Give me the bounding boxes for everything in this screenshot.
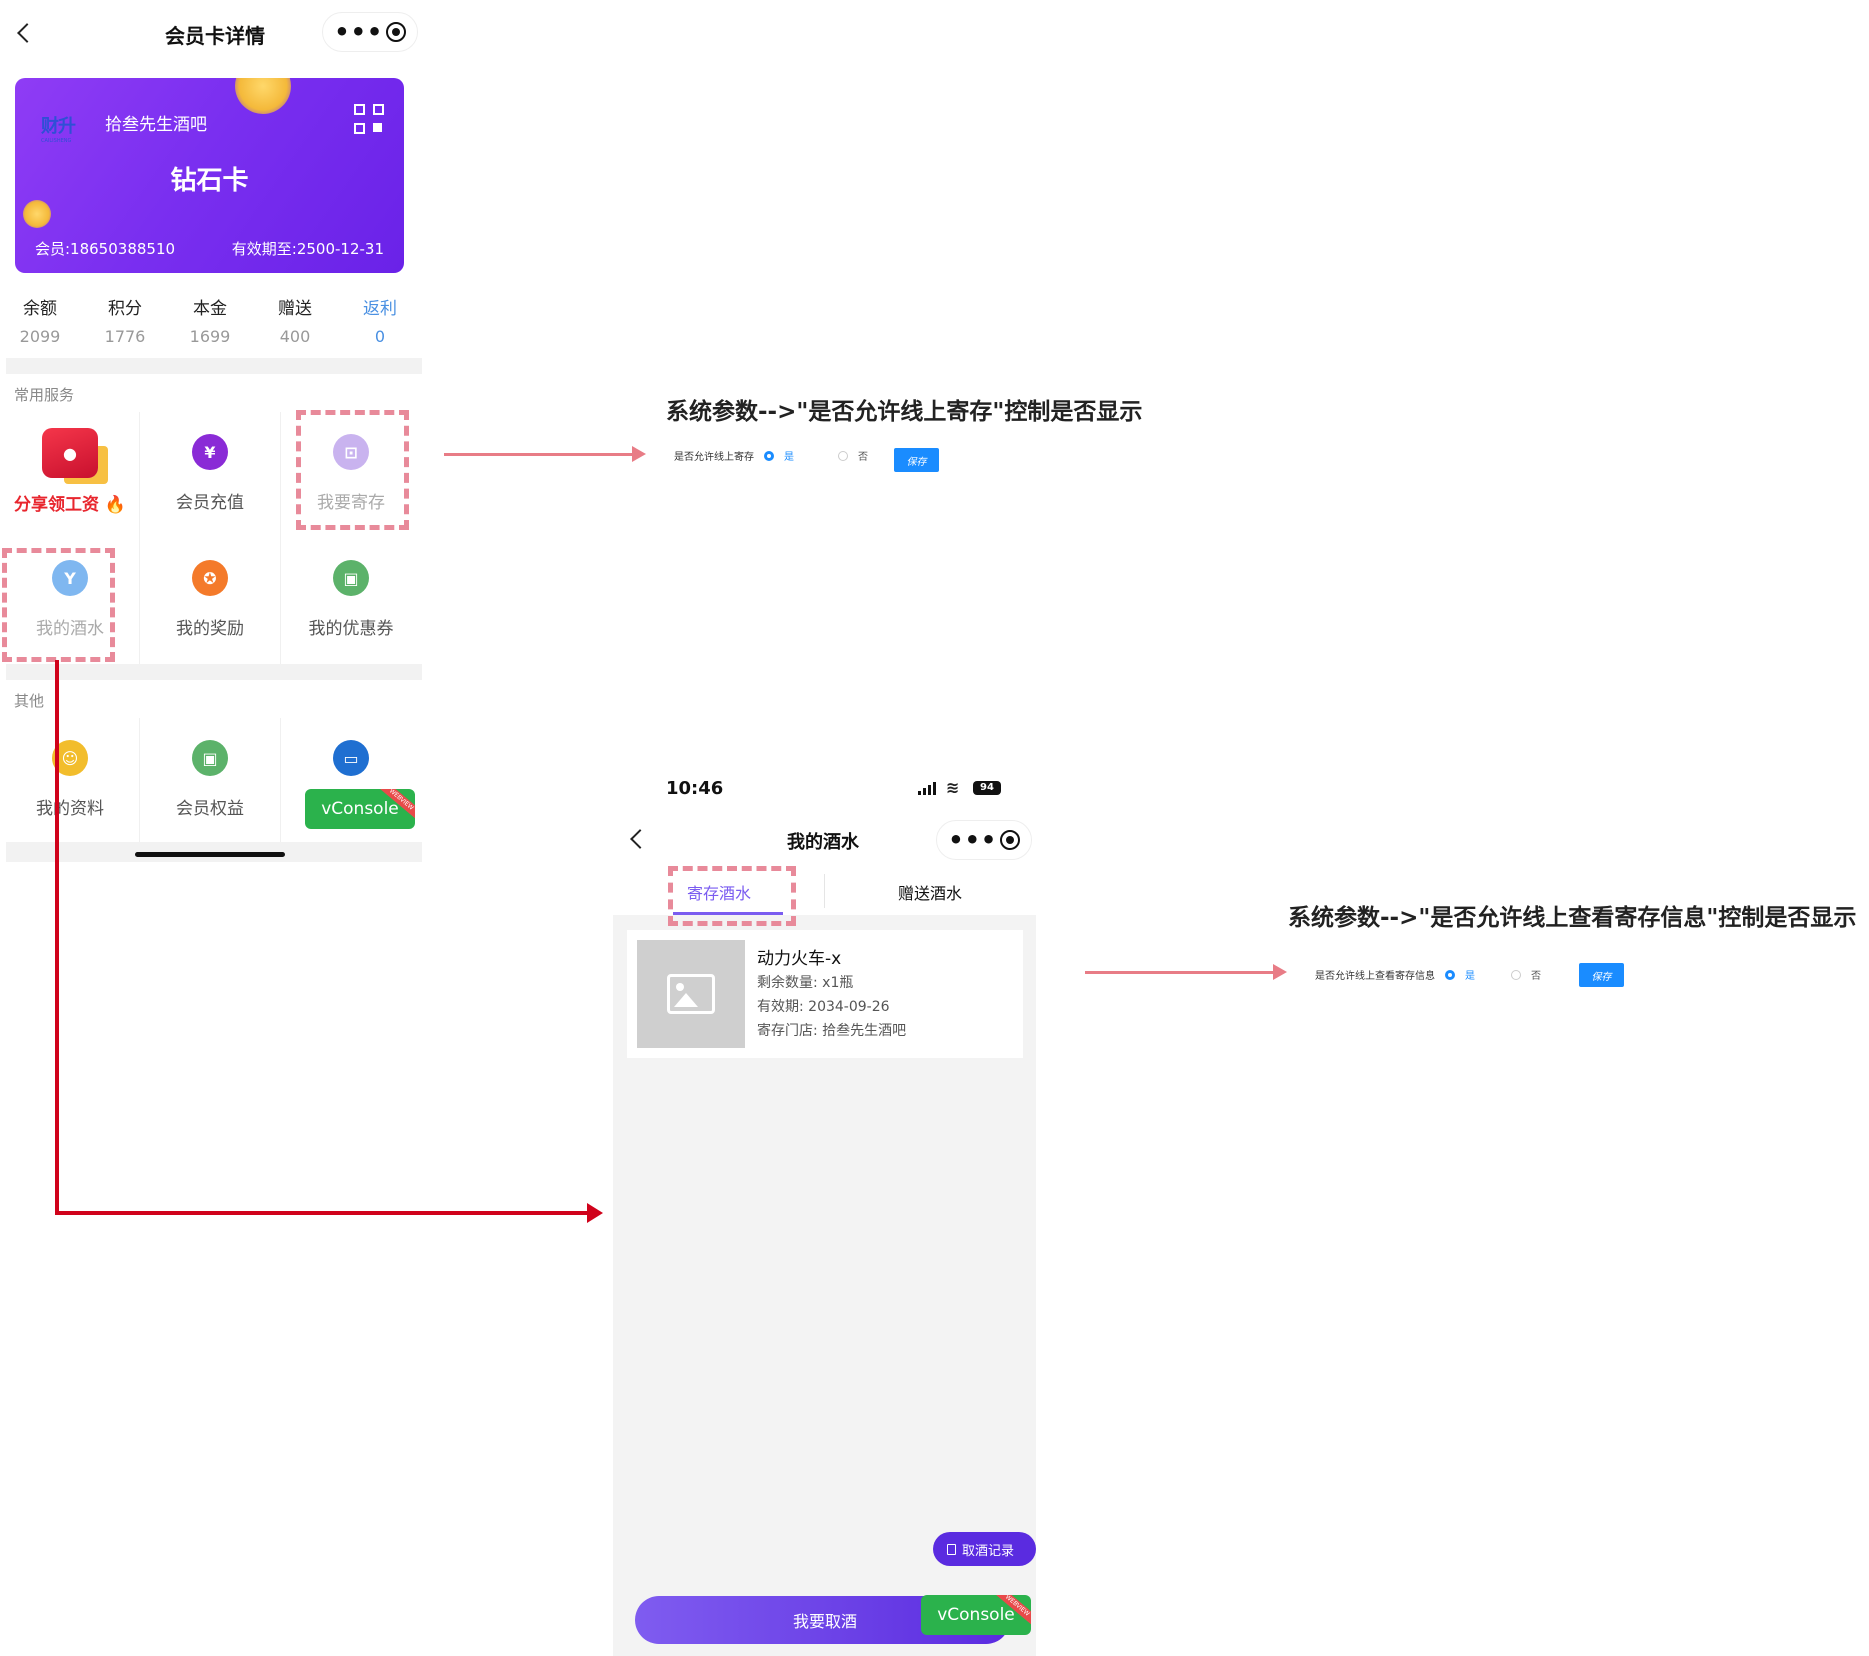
miniapp-capsule[interactable]: ••• xyxy=(322,12,418,52)
member-card: 财升 CAILISHENG 拾叁先生酒吧 钻石卡 会员:18650388510 … xyxy=(15,78,404,273)
document-icon xyxy=(947,1543,956,1555)
drink-name: 动力火车-x xyxy=(757,949,842,969)
save-button-view[interactable]: 保存 xyxy=(1579,963,1624,987)
note-title-view: 系统参数-->"是否允许线上查看寄存信息"控制是否显示 xyxy=(1288,905,1857,931)
stat-points[interactable]: 积分 1776 xyxy=(104,299,146,346)
highlight-deposited-tab xyxy=(668,866,796,926)
connector-head xyxy=(587,1203,603,1223)
arrow-head xyxy=(632,446,646,462)
more-icon[interactable]: ••• xyxy=(334,18,384,46)
other-card[interactable]: ▭ xyxy=(281,740,421,866)
deposit-bag-icon: ⊡ xyxy=(333,434,369,470)
drink-store: 寄存门店: 拾叁先生酒吧 xyxy=(757,1023,907,1039)
radio-no[interactable] xyxy=(1511,969,1521,980)
decor-blob xyxy=(23,200,51,228)
arrow-line xyxy=(444,453,634,456)
store-name: 拾叁先生酒吧 xyxy=(105,115,207,135)
section-divider xyxy=(6,664,422,680)
image-placeholder-icon xyxy=(637,940,745,1048)
param-row-view: 是否允许线上查看寄存信息 是 否 xyxy=(1315,969,1541,982)
brand-logo: 财升 CAILISHENG xyxy=(41,116,76,144)
drink-remaining: 剩余数量: x1瓶 xyxy=(757,975,854,991)
service-recharge[interactable]: ¥ 会员充值 xyxy=(140,434,280,560)
wifi-icon: ≋ xyxy=(946,778,960,797)
note-title-deposit: 系统参数-->"是否允许线上寄存"控制是否显示 xyxy=(666,399,1143,425)
signal-icon xyxy=(918,782,936,795)
arrow-line xyxy=(1085,971,1275,974)
service-share-salary[interactable]: ● 分享领工资 🔥 xyxy=(0,428,140,554)
recharge-icon: ¥ xyxy=(192,434,228,470)
drink-list-item[interactable]: 动力火车-x 剩余数量: x1瓶 有效期: 2034-09-26 寄存门店: 拾… xyxy=(627,930,1023,1058)
tab-indicator xyxy=(673,912,783,915)
arrow-head xyxy=(1273,964,1287,980)
stat-principal[interactable]: 本金 1699 xyxy=(189,299,231,346)
section-divider xyxy=(6,358,422,374)
page-title: 我的酒水 xyxy=(787,832,859,853)
valid-until: 有效期至:2500-12-31 xyxy=(231,240,384,258)
service-my-drinks[interactable]: Y 我的酒水 xyxy=(0,560,140,686)
coupon-icon: ▣ xyxy=(333,560,369,596)
home-indicator xyxy=(135,852,285,857)
close-target-icon[interactable] xyxy=(999,830,1020,850)
connector-line xyxy=(55,660,59,1215)
member-number: 会员:18650388510 xyxy=(35,240,176,258)
service-label: 分享领工资 🔥 xyxy=(13,495,127,515)
tab-separator xyxy=(824,874,825,908)
other-member-benefits[interactable]: ▣ 会员权益 xyxy=(140,740,280,866)
save-button-deposit[interactable]: 保存 xyxy=(894,448,939,472)
award-icon: ✪ xyxy=(192,560,228,596)
radio-yes[interactable] xyxy=(1445,969,1455,980)
service-my-coupons[interactable]: ▣ 我的优惠券 xyxy=(281,560,421,686)
stat-balance[interactable]: 余额 2099 xyxy=(19,299,61,346)
section-title-others: 其他 xyxy=(14,692,45,710)
service-my-rewards[interactable]: ✪ 我的奖励 xyxy=(140,560,280,686)
withdraw-record-button[interactable]: 取酒记录 xyxy=(933,1532,1036,1566)
benefit-ticket-icon: ▣ xyxy=(192,740,228,776)
highlight-deposit xyxy=(296,410,409,530)
my-drinks-screen: 10:46 ≋ 94 我的酒水 ••• 寄存酒水 赠送酒水 动力火车-x 剩余数… xyxy=(613,770,1036,1656)
stat-gift[interactable]: 赠送 400 xyxy=(278,299,312,346)
qr-code-icon[interactable] xyxy=(354,104,384,134)
member-card-detail-screen: 会员卡详情 ••• 财升 CAILISHENG 拾叁先生酒吧 钻石卡 会员:18… xyxy=(0,0,425,870)
back-icon[interactable] xyxy=(17,23,37,43)
connector-line xyxy=(55,1211,589,1215)
battery-icon: 94 xyxy=(973,781,1001,795)
decor-blob xyxy=(235,78,291,114)
section-title-common: 常用服务 xyxy=(14,386,75,404)
more-icon[interactable]: ••• xyxy=(948,826,998,854)
red-envelope-icon: ● xyxy=(42,428,98,478)
tab-deposited-drinks[interactable]: 寄存酒水 xyxy=(687,884,752,903)
tab-gifted-drinks[interactable]: 赠送酒水 xyxy=(898,884,963,903)
highlight-my-drinks xyxy=(2,548,115,662)
radio-yes[interactable] xyxy=(764,450,774,461)
radio-no[interactable] xyxy=(838,450,848,461)
card-icon: ▭ xyxy=(333,740,369,776)
param-row-deposit: 是否允许线上寄存 是 否 xyxy=(674,450,868,463)
service-deposit[interactable]: ⊡ 我要寄存 xyxy=(281,434,421,560)
drink-expiry: 有效期: 2034-09-26 xyxy=(757,999,890,1015)
vconsole-button[interactable]: vConsole WEBVIEW xyxy=(305,789,415,829)
stat-rebate[interactable]: 返利 0 xyxy=(363,299,397,346)
cocktail-icon: Y xyxy=(52,560,88,596)
close-target-icon[interactable] xyxy=(385,22,406,42)
miniapp-capsule[interactable]: ••• xyxy=(936,820,1032,860)
status-time: 10:46 xyxy=(666,778,724,799)
page-title: 会员卡详情 xyxy=(165,24,265,48)
fire-icon: 🔥 xyxy=(104,495,127,515)
vconsole-button[interactable]: vConsole WEBVIEW xyxy=(921,1595,1031,1635)
card-level: 钻石卡 xyxy=(170,166,249,196)
